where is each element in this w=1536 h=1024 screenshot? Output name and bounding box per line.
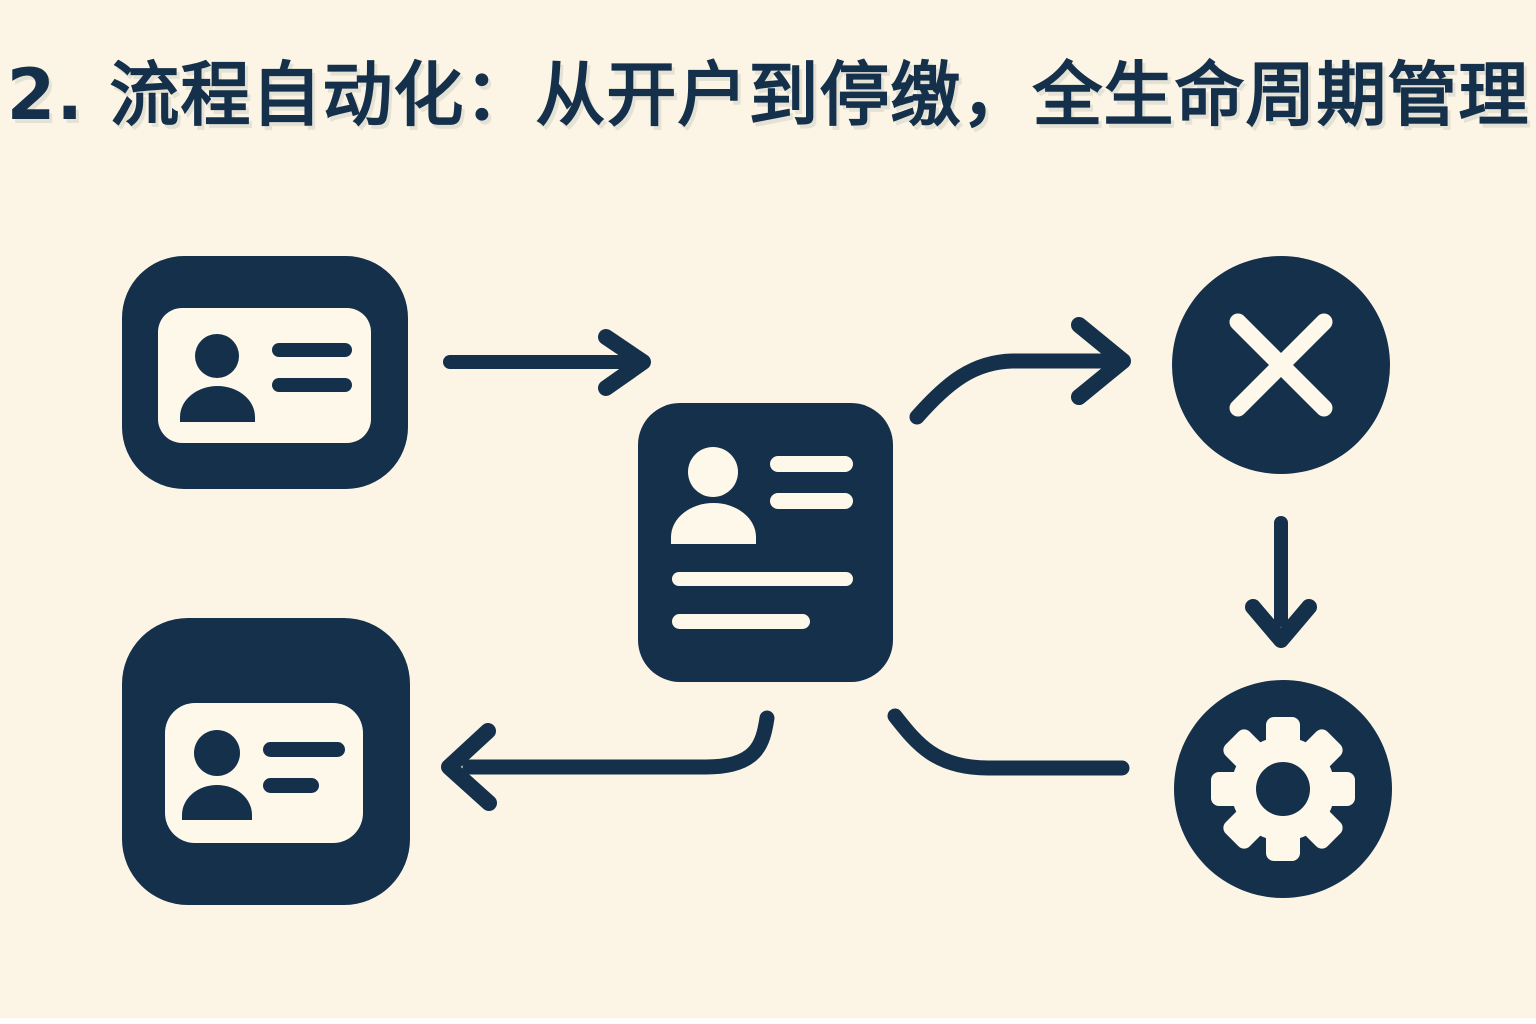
id-card-icon xyxy=(122,256,408,489)
text-lines xyxy=(672,456,853,629)
curved-left-arrow xyxy=(441,710,775,811)
id-card-icon xyxy=(122,618,410,905)
bottom-strip xyxy=(0,1018,1536,1024)
gear-teeth xyxy=(1211,717,1355,861)
person-silhouette xyxy=(671,447,756,544)
straight-right-arrow xyxy=(443,329,651,396)
person-silhouette xyxy=(180,334,255,422)
profile-document-icon xyxy=(638,403,893,682)
curved-line-connector xyxy=(887,708,1130,776)
text-lines xyxy=(272,343,352,392)
gear-circle-icon xyxy=(1174,680,1392,898)
page-title: 2. 流程自动化：从开户到停缴，全生命周期管理 xyxy=(6,54,1530,136)
straight-down-arrow xyxy=(1245,516,1317,648)
curved-right-arrow xyxy=(909,317,1131,425)
person-silhouette xyxy=(182,730,252,820)
text-lines xyxy=(263,742,345,793)
cancel-circle-icon xyxy=(1172,256,1390,474)
